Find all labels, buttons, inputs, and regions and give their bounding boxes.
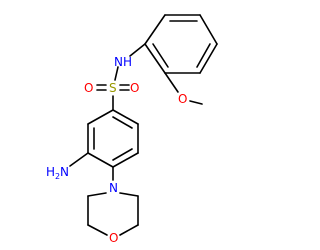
amine-h-label: H (46, 165, 55, 179)
bond (112, 116, 133, 129)
bond (112, 109, 139, 125)
sulfur-label: S (109, 81, 117, 95)
morpholine-oxygen-label: O (109, 231, 118, 245)
bond (87, 109, 114, 125)
methoxyphenyl-ring (144, 14, 218, 74)
bond (87, 224, 108, 236)
central-benzene-ring (87, 109, 139, 168)
amine-subscript: 2 (55, 172, 60, 181)
oxygen-methoxy-label: O (178, 92, 187, 106)
bond (199, 14, 218, 45)
bond (164, 72, 179, 93)
bond (196, 43, 211, 68)
bond (199, 43, 218, 74)
bond (87, 152, 114, 168)
bond (144, 43, 166, 74)
morpholine-ring (87, 192, 139, 236)
amine-label: H 2 N (46, 165, 69, 181)
chemical-structure: NH S O O O H 2 N N O (46, 14, 218, 245)
bond (114, 66, 119, 81)
bond (119, 224, 139, 236)
bond (112, 148, 133, 161)
bond (144, 14, 166, 45)
morpholine-nitrogen-label: N (109, 181, 118, 195)
bond (189, 100, 203, 105)
oxygen-sulfonyl-right-label: O (130, 81, 139, 95)
bond (119, 192, 139, 197)
bond (87, 192, 107, 197)
amine-n-label: N (60, 165, 69, 179)
oxygen-sulfonyl-left-label: O (84, 81, 93, 95)
bond (69, 152, 89, 167)
nh-label: NH (114, 55, 132, 69)
bond (152, 43, 169, 68)
bond (112, 152, 139, 168)
bond (129, 43, 146, 57)
